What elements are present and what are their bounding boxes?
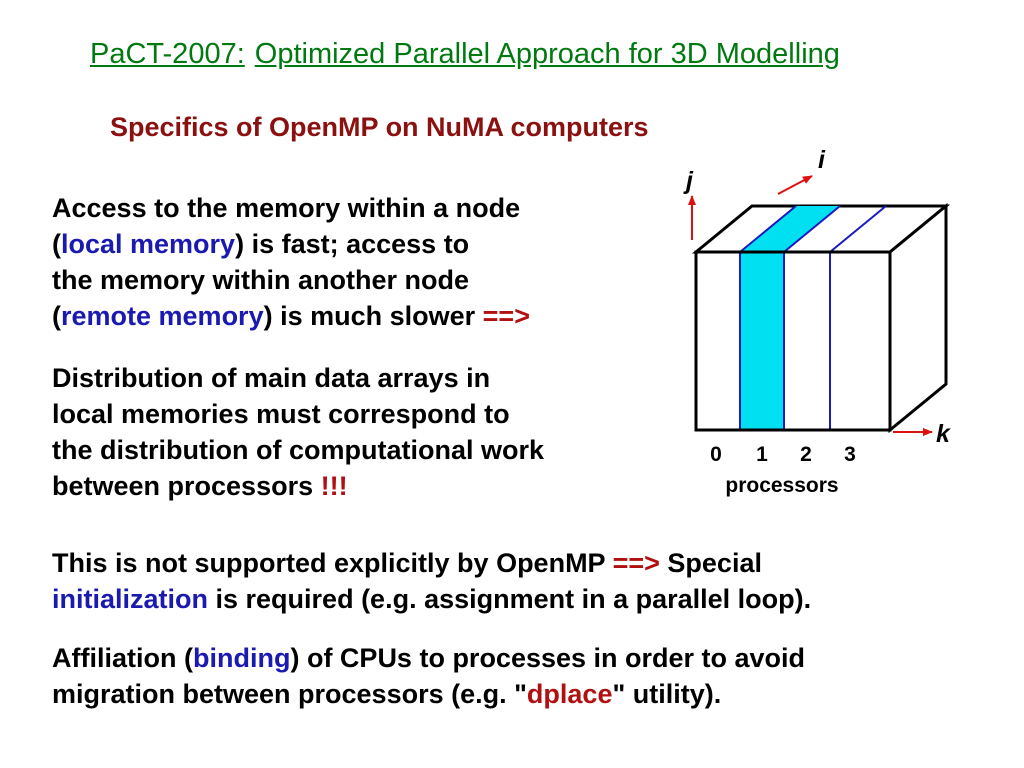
para1-line4: (remote memory) is much slower ==> [52, 298, 530, 334]
initialization-term: initialization [52, 584, 209, 614]
axis-i-arrow [777, 175, 813, 195]
para3-line2: initialization is required (e.g. assignm… [52, 581, 811, 617]
para1-open-paren-2: ( [52, 301, 61, 331]
para1-line2: (local memory) is fast; access to [52, 226, 530, 262]
binding-term: binding [192, 643, 291, 673]
proc-label-1: 1 [756, 443, 768, 466]
slide-subtitle: Specifics of OpenMP on NuMA computers [110, 112, 649, 142]
cube-front-face [696, 252, 890, 430]
slide-title: PaCT-2007: Optimized Parallel Approach fo… [90, 38, 840, 71]
para4-line2-b: " utility). [612, 679, 722, 709]
processors-caption: processors [725, 474, 838, 497]
implies-arrow-2: ==> [612, 548, 660, 578]
para1-line1: Access to the memory within a node [52, 193, 521, 223]
para3-line1: This is not supported explicitly by Open… [52, 545, 811, 581]
para1-line4-rest: ) is much slower [263, 301, 483, 331]
para4-line2: migration between processors (e.g. "dpla… [52, 676, 805, 712]
para2-line4: between processors !!! [52, 468, 544, 504]
para2-line2: local memories must correspond to [52, 399, 510, 429]
para1-line2-rest: ) is fast; access to [235, 229, 470, 259]
paragraph-distribution: Distribution of main data arrays in loca… [52, 360, 544, 504]
para4-line2-a: migration between processors (e.g. " [52, 679, 527, 709]
para4-line1-a: Affiliation ( [52, 643, 193, 673]
paragraph-openmp-support: This is not supported explicitly by Open… [52, 545, 811, 617]
para2-line3: the distribution of computational work [52, 435, 544, 465]
title-prefix: PaCT-2007: [90, 38, 245, 70]
dplace-term: dplace [526, 679, 613, 709]
local-memory-term: local memory [61, 229, 236, 259]
proc-label-0: 0 [710, 443, 722, 466]
top-line-3 [829, 205, 887, 253]
axis-k-label: k [936, 420, 951, 448]
para2-line1: Distribution of main data arrays in [52, 363, 491, 393]
para1-open-paren: ( [52, 229, 61, 259]
para4-line1-b: ) of CPUs to processes in order to avoid [290, 643, 806, 673]
axis-i-label: i [818, 146, 826, 174]
axis-j-label: j [683, 167, 694, 195]
para4-line1: Affiliation (binding) of CPUs to process… [52, 640, 805, 676]
front-highlight-slab [740, 252, 784, 430]
exclamation-marks: !!! [320, 471, 348, 501]
implies-arrow: ==> [482, 301, 530, 331]
proc-label-3: 3 [844, 443, 856, 466]
top-line-2 [783, 205, 841, 253]
proc-label-2: 2 [800, 443, 812, 466]
title-main: Optimized Parallel Approach for 3D Model… [254, 38, 840, 70]
para3-line1-rest: Special [659, 548, 762, 578]
para2-line4-text: between processors [52, 471, 321, 501]
para1-line3: the memory within another node [52, 265, 470, 295]
remote-memory-term: remote memory [61, 301, 264, 331]
top-highlight-slab [740, 206, 840, 252]
paragraph-memory-access: Access to the memory within a node (loca… [52, 190, 530, 334]
para3-line1-text: This is not supported explicitly by Open… [52, 548, 613, 578]
para3-line2-rest: is required (e.g. assignment in a parall… [208, 584, 812, 614]
cube-front-outline [694, 250, 892, 432]
paragraph-binding: Affiliation (binding) of CPUs to process… [52, 640, 805, 712]
top-line-1 [739, 205, 797, 253]
